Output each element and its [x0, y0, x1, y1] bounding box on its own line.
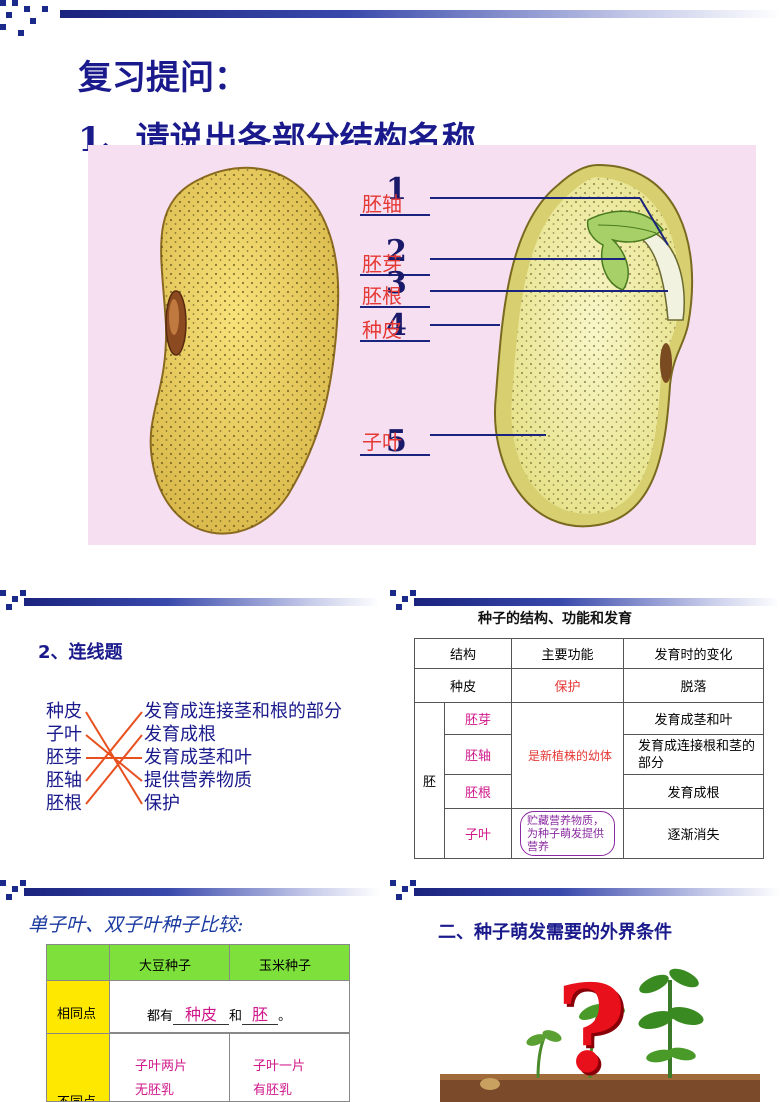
similarity-prefix: 都有 — [147, 1009, 174, 1024]
label-3-name: 胚根 — [362, 284, 402, 308]
corner-decoration-2 — [0, 590, 30, 614]
answer-line-5 — [360, 454, 430, 456]
header-function: 主要功能 — [511, 638, 624, 669]
answer-line-3 — [360, 306, 430, 308]
corner-decoration-3 — [390, 590, 420, 614]
cell-embryo: 胚 — [414, 702, 445, 859]
corn-difference-1: 子叶一片 — [253, 1059, 306, 1074]
label-5-name: 子叶 — [362, 430, 402, 454]
corner-decoration — [0, 0, 60, 40]
left-item: 种皮 — [46, 701, 82, 722]
left-item: 胚轴 — [46, 770, 82, 791]
answer-line-2 — [360, 274, 430, 276]
pointer-lines — [430, 197, 669, 436]
label-4-number: 4 — [386, 308, 407, 343]
slide2-title: 2、连线题 — [38, 642, 123, 663]
cell-seed-coat-change: 脱落 — [623, 668, 764, 703]
row-similarity-label: 相同点 — [57, 1007, 97, 1022]
slide5-rule — [414, 888, 780, 896]
slide4-rule — [24, 888, 380, 896]
cell-radicle-change: 发育成根 — [623, 774, 764, 809]
matching-right-list: 发育成连接茎和根的部分 发育成根 发育成茎和叶 提供营养物质 保护 — [144, 700, 342, 815]
slide4-title: 单子叶、双子叶种子比较: — [28, 914, 244, 936]
seed-diagram-panel — [88, 145, 756, 545]
cell-hypocotyl: 胚轴 — [444, 734, 512, 775]
similarity-end: 。 — [278, 1009, 292, 1024]
corn-difference-2: 有胚乳 — [253, 1083, 293, 1098]
cell-radicle: 胚根 — [444, 774, 512, 809]
similarity-answer-a: 种皮 — [173, 1005, 230, 1025]
soy-difference-1: 子叶两片 — [135, 1059, 188, 1074]
similarity-mid: 和 — [229, 1009, 243, 1024]
header-rule — [60, 10, 780, 18]
plumule — [586, 210, 665, 291]
label-1-name: 胚轴 — [362, 192, 402, 216]
slide5-title: 二、种子萌发需要的外界条件 — [438, 922, 672, 943]
header-structure: 结构 — [414, 638, 512, 669]
answer-line-1 — [360, 214, 430, 216]
question-mark-icon: ? — [556, 959, 627, 1100]
label-4-name: 种皮 — [362, 318, 402, 342]
slide3-title: 种子的结构、功能和发育 — [478, 611, 632, 627]
right-item: 保护 — [144, 793, 180, 814]
answer-line-4 — [360, 340, 430, 342]
slide3-rule — [414, 598, 780, 606]
corner-decoration-5 — [390, 880, 420, 904]
cell-plumule-change: 发育成茎和叶 — [623, 702, 764, 735]
cell-plumule: 胚芽 — [444, 702, 512, 735]
left-item: 胚根 — [46, 793, 82, 814]
germination-illustration — [440, 968, 760, 1102]
slide1-title-line1: 复习提问： — [78, 58, 248, 98]
right-item: 发育成连接茎和根的部分 — [144, 701, 342, 722]
col-soybean: 大豆种子 — [139, 959, 192, 974]
label-1-number: 1 — [386, 172, 407, 207]
header-change: 发育时的变化 — [623, 638, 764, 669]
seed-structure-table: 结构 主要功能 发育时的变化 种皮 保护 脱落 胚 胚芽 是新植株的幼体 发育成… — [414, 638, 764, 859]
cell-seed-coat: 种皮 — [414, 668, 512, 703]
matching-lines — [85, 711, 143, 805]
cotyledon-func-bubble: 贮藏营养物质，为种子萌发提供营养 — [520, 811, 615, 856]
left-item: 子叶 — [46, 724, 82, 745]
col-corn: 玉米种子 — [259, 959, 312, 974]
left-item: 胚芽 — [46, 747, 82, 768]
cell-cotyledon-change: 逐渐消失 — [623, 808, 764, 859]
label-3-number: 3 — [386, 266, 407, 301]
cell-embryo-func: 是新植株的幼体 — [511, 702, 624, 809]
bean-seed-illustration — [149, 163, 694, 535]
label-5-number: 5 — [386, 424, 407, 459]
right-item: 发育成根 — [144, 724, 216, 745]
right-item: 发育成茎和叶 — [144, 747, 252, 768]
slide2-rule — [24, 598, 380, 606]
similarity-sentence: 都有种皮和胚。 — [147, 1001, 291, 1025]
right-item: 提供营养物质 — [144, 770, 252, 791]
cell-hypocotyl-change: 发育成连接根和茎的部分 — [623, 734, 764, 775]
cell-cotyledon: 子叶 — [444, 808, 512, 859]
similarity-answer-b: 胚 — [242, 1005, 279, 1025]
cell-seed-coat-func: 保护 — [511, 668, 624, 703]
soy-difference-2: 无胚乳 — [135, 1083, 175, 1098]
row-difference-label: 不同点 — [57, 1091, 96, 1101]
label-2-number: 2 — [386, 234, 407, 269]
matching-left-list: 种皮 子叶 胚芽 胚轴 胚根 — [46, 700, 82, 815]
corner-decoration-4 — [0, 880, 30, 904]
label-2-name: 胚芽 — [362, 252, 402, 276]
